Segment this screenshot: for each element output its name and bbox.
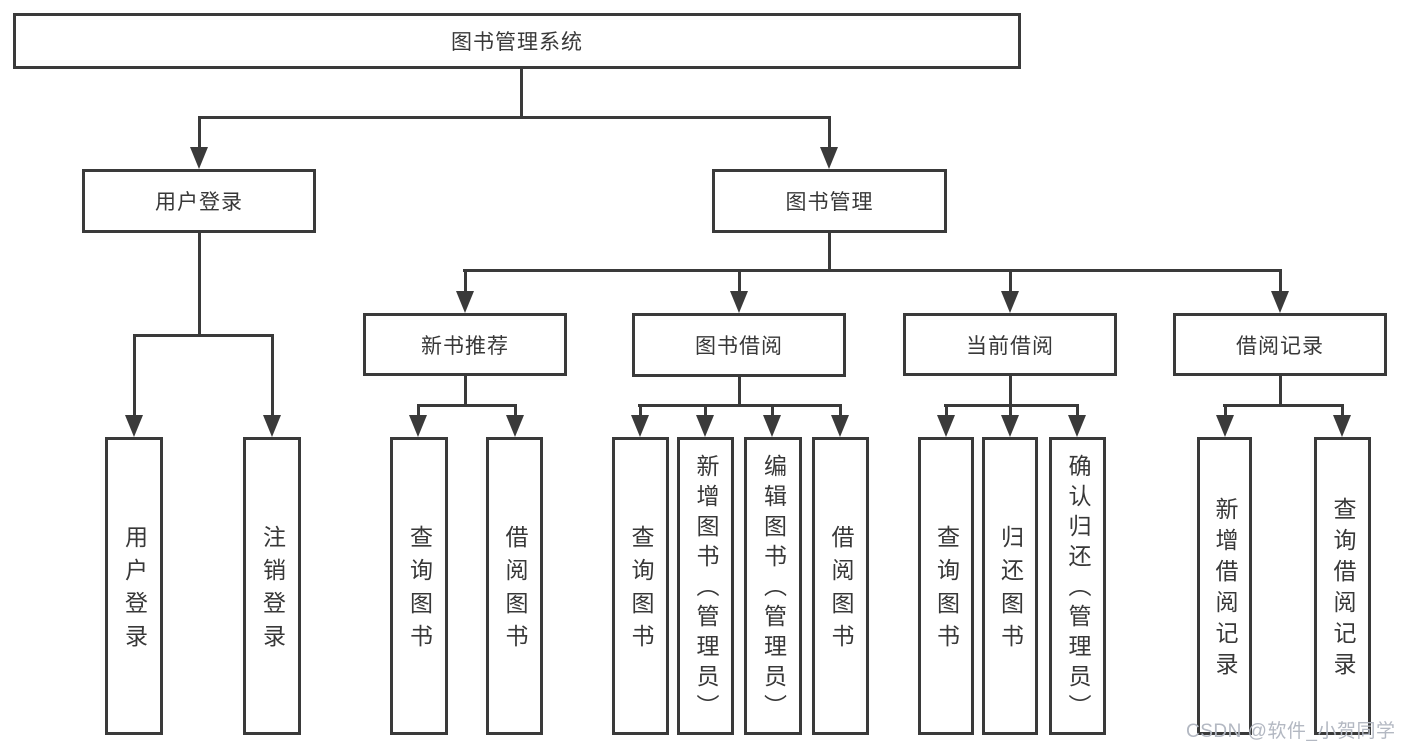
arrowhead-new-book (456, 291, 474, 313)
connector-book-mgmt-stem (828, 233, 831, 271)
node-root: 图书管理系统 (13, 13, 1021, 69)
arrowhead-query-record (1333, 415, 1351, 437)
connector-new-book-bus (417, 404, 517, 407)
node-book-mgmt: 图书管理 (712, 169, 947, 233)
leaf-add-book-admin-label: 新增图书（管理员） (693, 454, 719, 724)
leaf-query-book-newrec-label: 查询图书 (406, 525, 433, 657)
arrowhead-add-record (1216, 415, 1234, 437)
connector-borrow-record-bus (1223, 404, 1343, 407)
leaf-query-book-current-label: 查询图书 (933, 525, 960, 657)
connector-drop-new-book (464, 269, 467, 293)
arrowhead-login-leaf (125, 415, 143, 437)
connector-user-login-bus (133, 334, 274, 337)
leaf-borrow-book-newrec: 借阅图书 (486, 437, 543, 735)
arrowhead-query2 (631, 415, 649, 437)
arrowhead-borrow-record (1271, 291, 1289, 313)
node-book-borrow: 图书借阅 (632, 313, 846, 377)
connector-drop-book-mgmt (828, 116, 831, 149)
connector-drop-logout-leaf (271, 334, 274, 417)
connector-drop-borrow2 (839, 404, 842, 417)
arrowhead-edit-book (763, 415, 781, 437)
leaf-user-login: 用户登录 (105, 437, 163, 735)
leaf-add-borrow-record: 新增借阅记录 (1197, 437, 1252, 735)
arrowhead-logout-leaf (263, 415, 281, 437)
connector-drop-query2 (639, 404, 642, 417)
leaf-logout-label: 注销登录 (259, 525, 286, 657)
leaf-return-book: 归还图书 (982, 437, 1038, 735)
connector-user-login-stem (198, 233, 201, 337)
watermark: CSDN @软件_小贺同学 (1186, 721, 1396, 742)
arrowhead-current-borrow (1001, 291, 1019, 313)
connector-root-stem (520, 69, 523, 118)
node-current-borrow-label: 当前借阅 (966, 334, 1054, 358)
node-borrow-record: 借阅记录 (1173, 313, 1387, 376)
arrowhead-confirm-return (1068, 415, 1086, 437)
leaf-edit-book-admin: 编辑图书（管理员） (744, 437, 802, 735)
leaf-confirm-return-admin-label: 确认归还（管理员） (1065, 454, 1091, 724)
leaf-query-borrow-record: 查询借阅记录 (1314, 437, 1371, 735)
connector-drop-query-record (1341, 404, 1344, 417)
connector-drop-confirm-return (1076, 404, 1079, 417)
leaf-borrow-book-borrow-label: 借阅图书 (828, 525, 854, 657)
leaf-return-book-label: 归还图书 (997, 525, 1024, 657)
arrowhead-borrow2 (831, 415, 849, 437)
connector-drop-query1 (417, 404, 420, 417)
node-book-mgmt-label: 图书管理 (785, 191, 874, 214)
connector-drop-user-login (198, 116, 201, 149)
connector-current-borrow-stem (1009, 376, 1012, 406)
leaf-add-book-admin: 新增图书（管理员） (677, 437, 734, 735)
connector-drop-query3 (945, 404, 948, 417)
connector-drop-add-record (1224, 404, 1227, 417)
arrowhead-query3 (937, 415, 955, 437)
connector-new-book-stem (464, 376, 467, 407)
leaf-add-borrow-record-label: 新增借阅记录 (1212, 497, 1238, 683)
leaf-query-book-borrow-label: 查询图书 (628, 525, 654, 657)
leaf-query-book-newrec: 查询图书 (390, 437, 448, 735)
leaf-logout: 注销登录 (243, 437, 301, 735)
node-current-borrow: 当前借阅 (903, 313, 1117, 376)
connector-drop-login-leaf (133, 334, 136, 417)
connector-book-mgmt-bus (463, 269, 1282, 272)
leaf-confirm-return-admin: 确认归还（管理员） (1049, 437, 1106, 735)
node-root-label: 图书管理系统 (451, 31, 583, 54)
connector-book-borrow-stem (738, 377, 741, 406)
arrowhead-borrow1 (506, 415, 524, 437)
arrowhead-query1 (409, 415, 427, 437)
connector-drop-current-borrow (1009, 269, 1012, 293)
leaf-borrow-book-newrec-label: 借阅图书 (502, 525, 528, 657)
leaf-user-login-label: 用户登录 (121, 525, 148, 657)
connector-drop-borrow1 (514, 404, 517, 417)
arrowhead-book-mgmt (820, 147, 838, 169)
connector-drop-edit-book (771, 404, 774, 417)
node-book-borrow-label: 图书借阅 (695, 335, 783, 358)
connector-drop-borrow-record (1279, 269, 1282, 293)
node-new-book-rec-label: 新书推荐 (421, 334, 509, 358)
leaf-query-book-current: 查询图书 (918, 437, 974, 735)
node-user-login-label: 用户登录 (155, 191, 243, 214)
connector-root-bus (198, 116, 830, 119)
connector-drop-return-book (1009, 404, 1012, 417)
arrowhead-user-login (190, 147, 208, 169)
node-user-login: 用户登录 (82, 169, 316, 233)
leaf-query-book-borrow: 查询图书 (612, 437, 669, 735)
connector-book-borrow-bus (638, 404, 841, 407)
leaf-query-borrow-record-label: 查询借阅记录 (1330, 497, 1356, 683)
arrowhead-book-borrow (730, 291, 748, 313)
connector-borrow-record-stem (1279, 376, 1282, 406)
leaf-borrow-book-borrow: 借阅图书 (812, 437, 869, 735)
connector-drop-book-borrow (738, 269, 741, 293)
arrowhead-add-book (696, 415, 714, 437)
leaf-edit-book-admin-label: 编辑图书（管理员） (760, 454, 787, 724)
connector-drop-add-book (704, 404, 707, 417)
node-new-book-rec: 新书推荐 (363, 313, 567, 376)
node-borrow-record-label: 借阅记录 (1236, 334, 1324, 358)
arrowhead-return-book (1001, 415, 1019, 437)
